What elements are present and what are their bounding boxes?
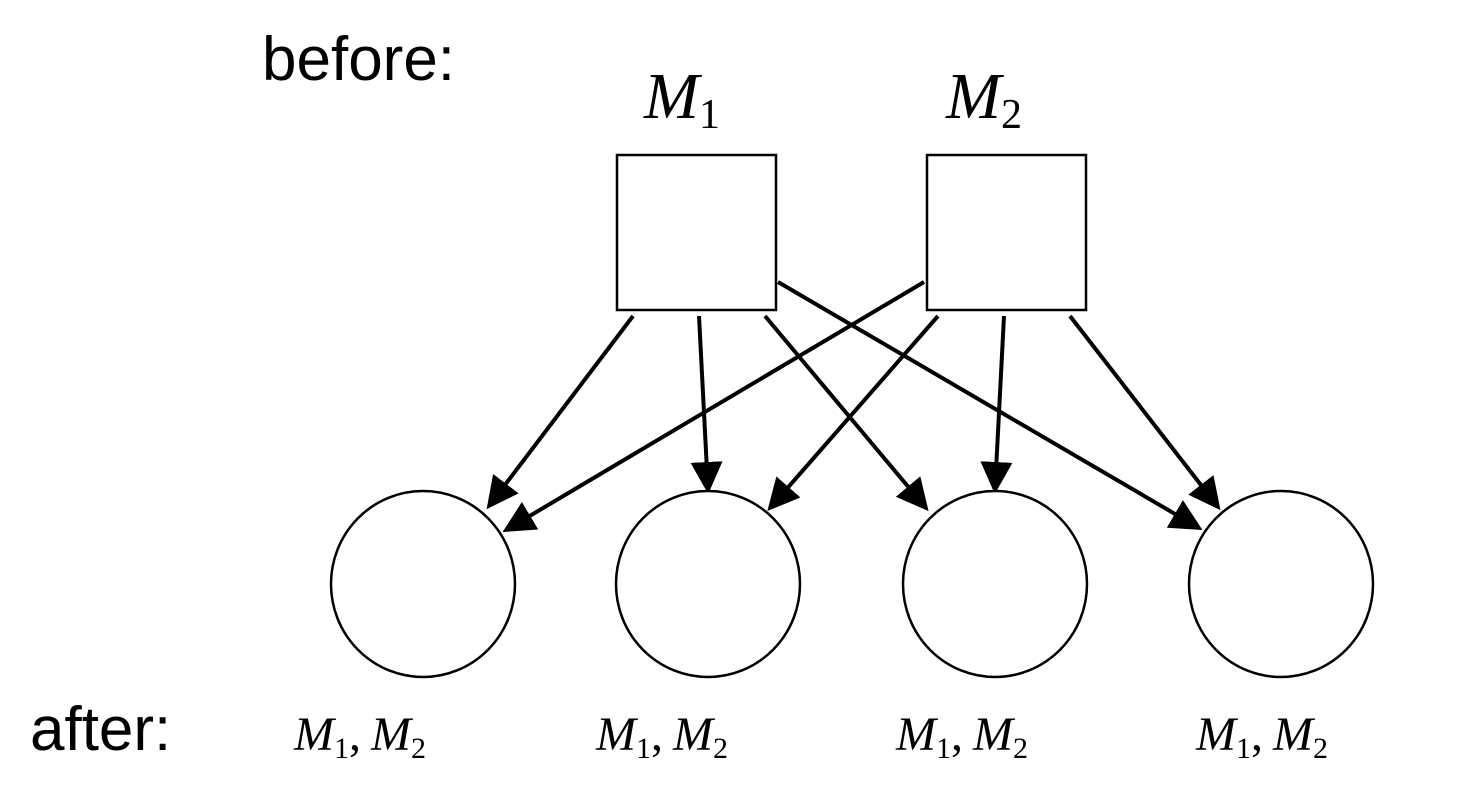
target-label-3: M1,M2 (895, 708, 1028, 765)
source-label-m2: M2 (945, 60, 1022, 138)
edge-m2-to-node-1 (502, 280, 926, 533)
after-label: after: (30, 695, 171, 764)
target-label-2: M1,M2 (595, 708, 728, 765)
source-box-m1 (615, 153, 778, 312)
target-label-1: M1,M2 (293, 708, 426, 765)
target-label-4: M1,M2 (1195, 708, 1328, 765)
edge-m2-to-node-4 (1068, 314, 1221, 511)
target-node-1 (329, 489, 517, 679)
edge-m1-to-node-1 (486, 314, 635, 510)
source-label-m1: M1 (643, 60, 720, 138)
edge-m2-to-node-2 (767, 314, 940, 512)
edge-m1-to-node-4 (776, 280, 1203, 531)
edge-m1-to-node-2 (690, 315, 723, 494)
target-node-4 (1187, 489, 1375, 679)
edge-m2-to-node-3 (980, 315, 1013, 494)
edge-m1-to-node-3 (763, 314, 929, 512)
target-node-2 (614, 489, 802, 679)
source-box-m2 (925, 153, 1088, 312)
target-node-3 (901, 489, 1089, 679)
before-label: before: (262, 25, 455, 94)
